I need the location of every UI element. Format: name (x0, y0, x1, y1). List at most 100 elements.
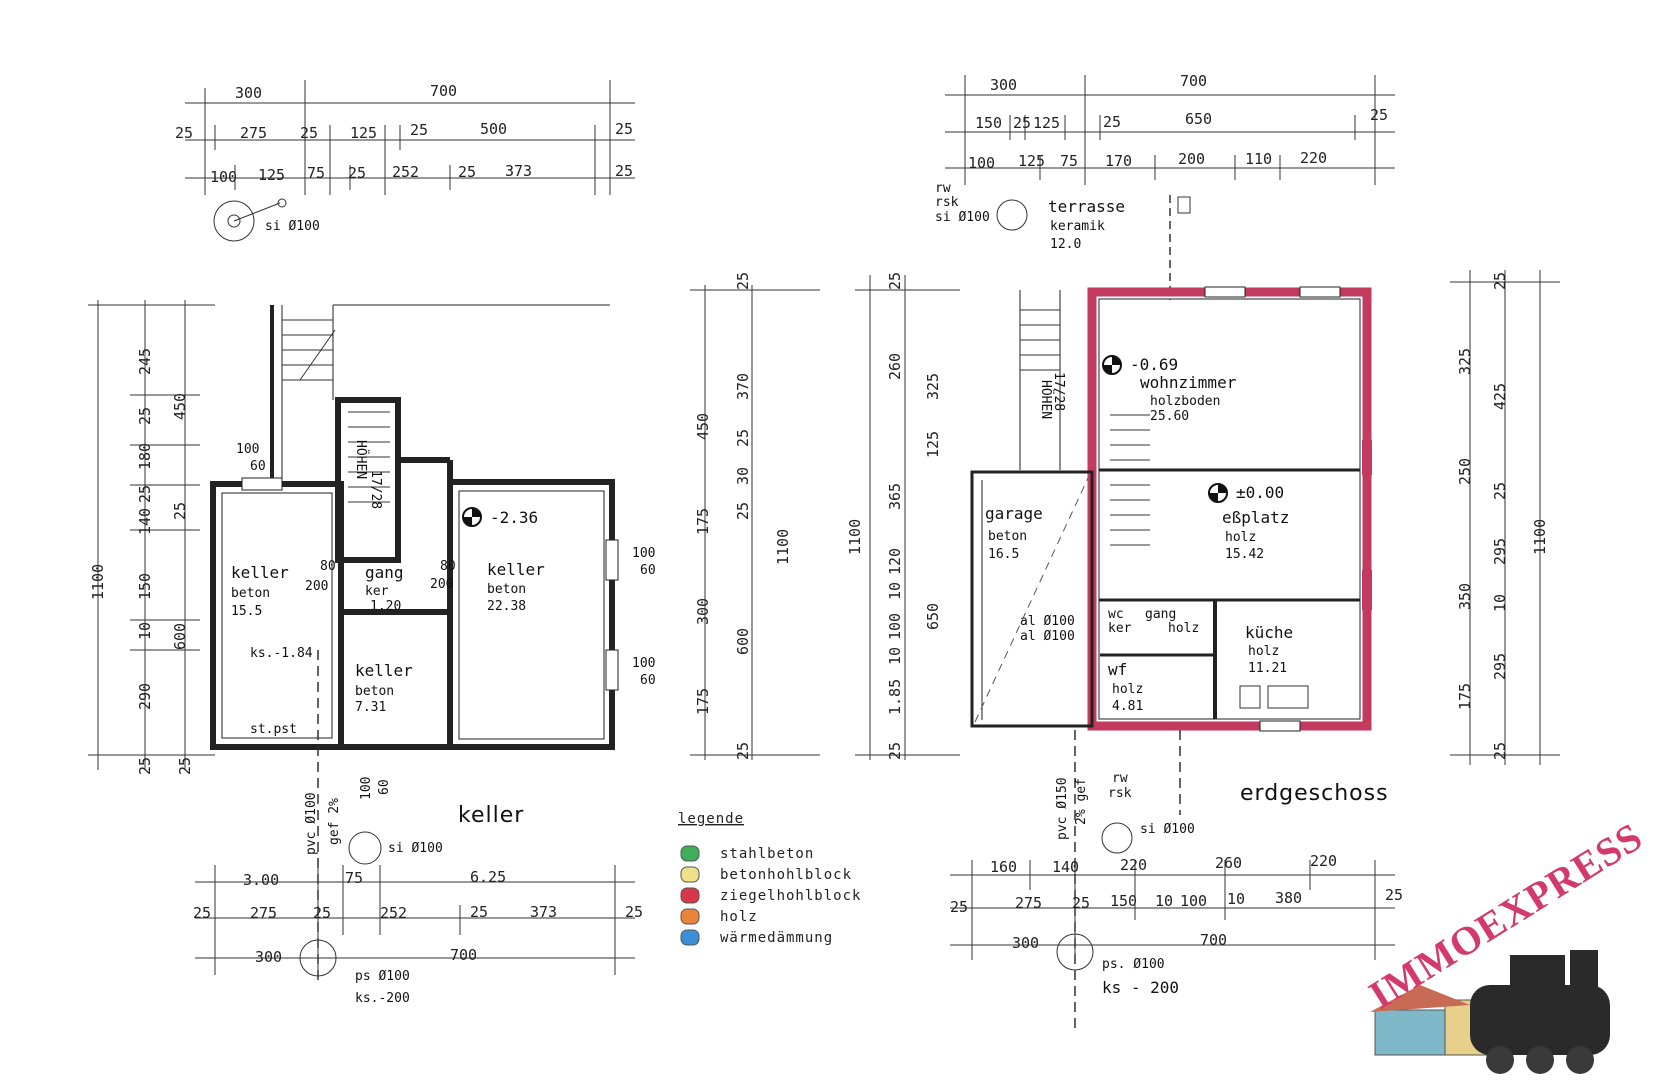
keller-opening: 60 (640, 673, 656, 688)
mid-dim: 25 (734, 742, 752, 760)
keller-gang-material: ker (365, 584, 389, 599)
eg-si-top: si Ø100 (935, 210, 990, 225)
mid-dim: 365 (886, 483, 904, 510)
legend: legende stahlbeton betonhohlblock ziegel… (678, 811, 860, 946)
keller-opening: 60 (640, 563, 656, 578)
keller-dim: 25 (615, 120, 633, 138)
mid-dim: 25 (886, 272, 904, 290)
mid-dim: 450 (694, 413, 712, 440)
mid-dim: 25 (734, 272, 752, 290)
drain-icon (996, 199, 1028, 231)
legend-swatch-ziegelhohlblock (680, 887, 700, 904)
keller-bottom-dim: 25 (625, 903, 643, 921)
eg-bottom-dim: 220 (1120, 856, 1147, 874)
drain-icon (213, 200, 255, 242)
drain-center-icon (227, 214, 241, 228)
legend-item-label: holz (720, 909, 758, 925)
keller-bottom-dimension-lines (195, 865, 635, 975)
keller-hohen: HÖHEN (353, 440, 370, 479)
keller-left-dim: 180 (136, 443, 154, 470)
erdgeschoss-plan: 300 700 150 25 125 25 650 25 100 125 75 … (935, 72, 1560, 1030)
keller-gang-area: 1.20 (370, 599, 401, 614)
eg-wc-material: ker (1108, 621, 1132, 636)
keller-top-dim-700: 700 (430, 82, 457, 100)
eg-bottom-dim: 25 (1385, 886, 1403, 904)
keller-opening: 60 (377, 779, 392, 795)
eg-right-dim: 295 (1491, 538, 1509, 565)
eg-wohnzimmer-material: holzboden (1150, 394, 1220, 409)
eg-bottom-dim: 150 (1110, 892, 1137, 910)
eg-wf-name: wf (1108, 660, 1127, 679)
keller-si-top: si Ø100 (265, 219, 320, 234)
mid-dim: 300 (694, 598, 712, 625)
keller-room-1-area: 15.5 (231, 604, 262, 619)
eg-essplatz-material: holz (1225, 530, 1256, 545)
eg-right-dim: 10 (1491, 594, 1509, 612)
keller-dim: 75 (307, 164, 325, 182)
eg-gang-name: gang (1145, 607, 1176, 622)
eg-top-dim: 170 (1105, 152, 1132, 170)
eg-bottom-dim: 260 (1215, 854, 1242, 872)
keller-bottom-dim: 300 (255, 948, 282, 966)
mid-dim: 325 (924, 373, 942, 400)
middle-dimension-columns (690, 275, 960, 760)
keller-level: -2.36 (490, 508, 538, 527)
watermark-logo: IMMOEXPRESS (1361, 813, 1650, 1074)
keller-hohen-ratio: 17/28 (368, 470, 383, 509)
keller-bottom-dim: 275 (250, 904, 277, 922)
keller-dim: 100 (210, 168, 237, 186)
mid-dim: 175 (694, 508, 712, 535)
keller-left-dim: 25 (171, 502, 189, 520)
eg-top-dim: 25 (1013, 114, 1031, 132)
keller-room-1-material: beton (231, 586, 270, 601)
eg-level-wohn: -0.69 (1130, 355, 1178, 374)
eg-top-dim: 75 (1060, 152, 1078, 170)
mid-dim: 25 (886, 742, 904, 760)
eg-right-dim: 325 (1456, 348, 1474, 375)
keller-opening: 200 (305, 579, 328, 594)
eg-kuche-name: küche (1245, 623, 1293, 642)
keller-opening: 100 (359, 777, 374, 800)
eg-terrasse-area: 12.0 (1050, 237, 1081, 252)
eg-garage-material: beton (988, 529, 1027, 544)
drain-icon (1101, 822, 1133, 854)
keller-room-2-material: beton (487, 582, 526, 597)
mid-dim: 120 (886, 548, 904, 575)
mid-dim: 1100 (774, 529, 792, 565)
mid-dim: 10 (886, 647, 904, 665)
keller-left-dim: 290 (136, 683, 154, 710)
keller-bottom-dim: 3.00 (243, 871, 279, 889)
eg-right-dim: 175 (1456, 683, 1474, 710)
eg-right-dim: 350 (1456, 583, 1474, 610)
eg-top-dim: 100 (968, 154, 995, 172)
eg-top-dim: 700 (1180, 72, 1207, 90)
keller-bottom-dim: 25 (193, 904, 211, 922)
eg-terrasse-material: keramik (1050, 219, 1105, 234)
keller-bottom-dim: 25 (313, 904, 331, 922)
eg-bottom-dim: 220 (1310, 852, 1337, 870)
mid-dim: 100 (886, 613, 904, 640)
keller-dim: 25 (300, 124, 318, 142)
eg-top-dimension-lines (945, 75, 1395, 185)
keller-dim: 25 (410, 121, 428, 139)
mid-dim: 370 (734, 373, 752, 400)
legend-item-label: betonhohlblock (720, 867, 852, 883)
locomotive-icon (1370, 950, 1610, 1074)
mid-dim: 175 (694, 688, 712, 715)
eg-wf-area: 4.81 (1112, 699, 1143, 714)
eg-al2: al Ø100 (1020, 629, 1075, 644)
eg-bottom-dim: 100 (1180, 892, 1207, 910)
eg-terrasse: terrasse (1048, 197, 1125, 216)
keller-bottom-dim: 252 (380, 904, 407, 922)
drain-icon (1056, 933, 1094, 971)
keller-dim: 500 (480, 120, 507, 138)
keller-bottom-dim: 700 (450, 946, 477, 964)
eg-garage-area: 16.5 (988, 547, 1019, 562)
keller-si-bottom: si Ø100 (388, 841, 443, 856)
keller-left-dim: 1100 (89, 564, 107, 600)
keller-stair (282, 319, 390, 503)
eg-top-dim: 25 (1103, 113, 1121, 131)
keller-plan: 300 700 25 275 25 125 25 500 25 100 125 … (88, 80, 656, 1006)
keller-left-dim: 450 (171, 393, 189, 420)
